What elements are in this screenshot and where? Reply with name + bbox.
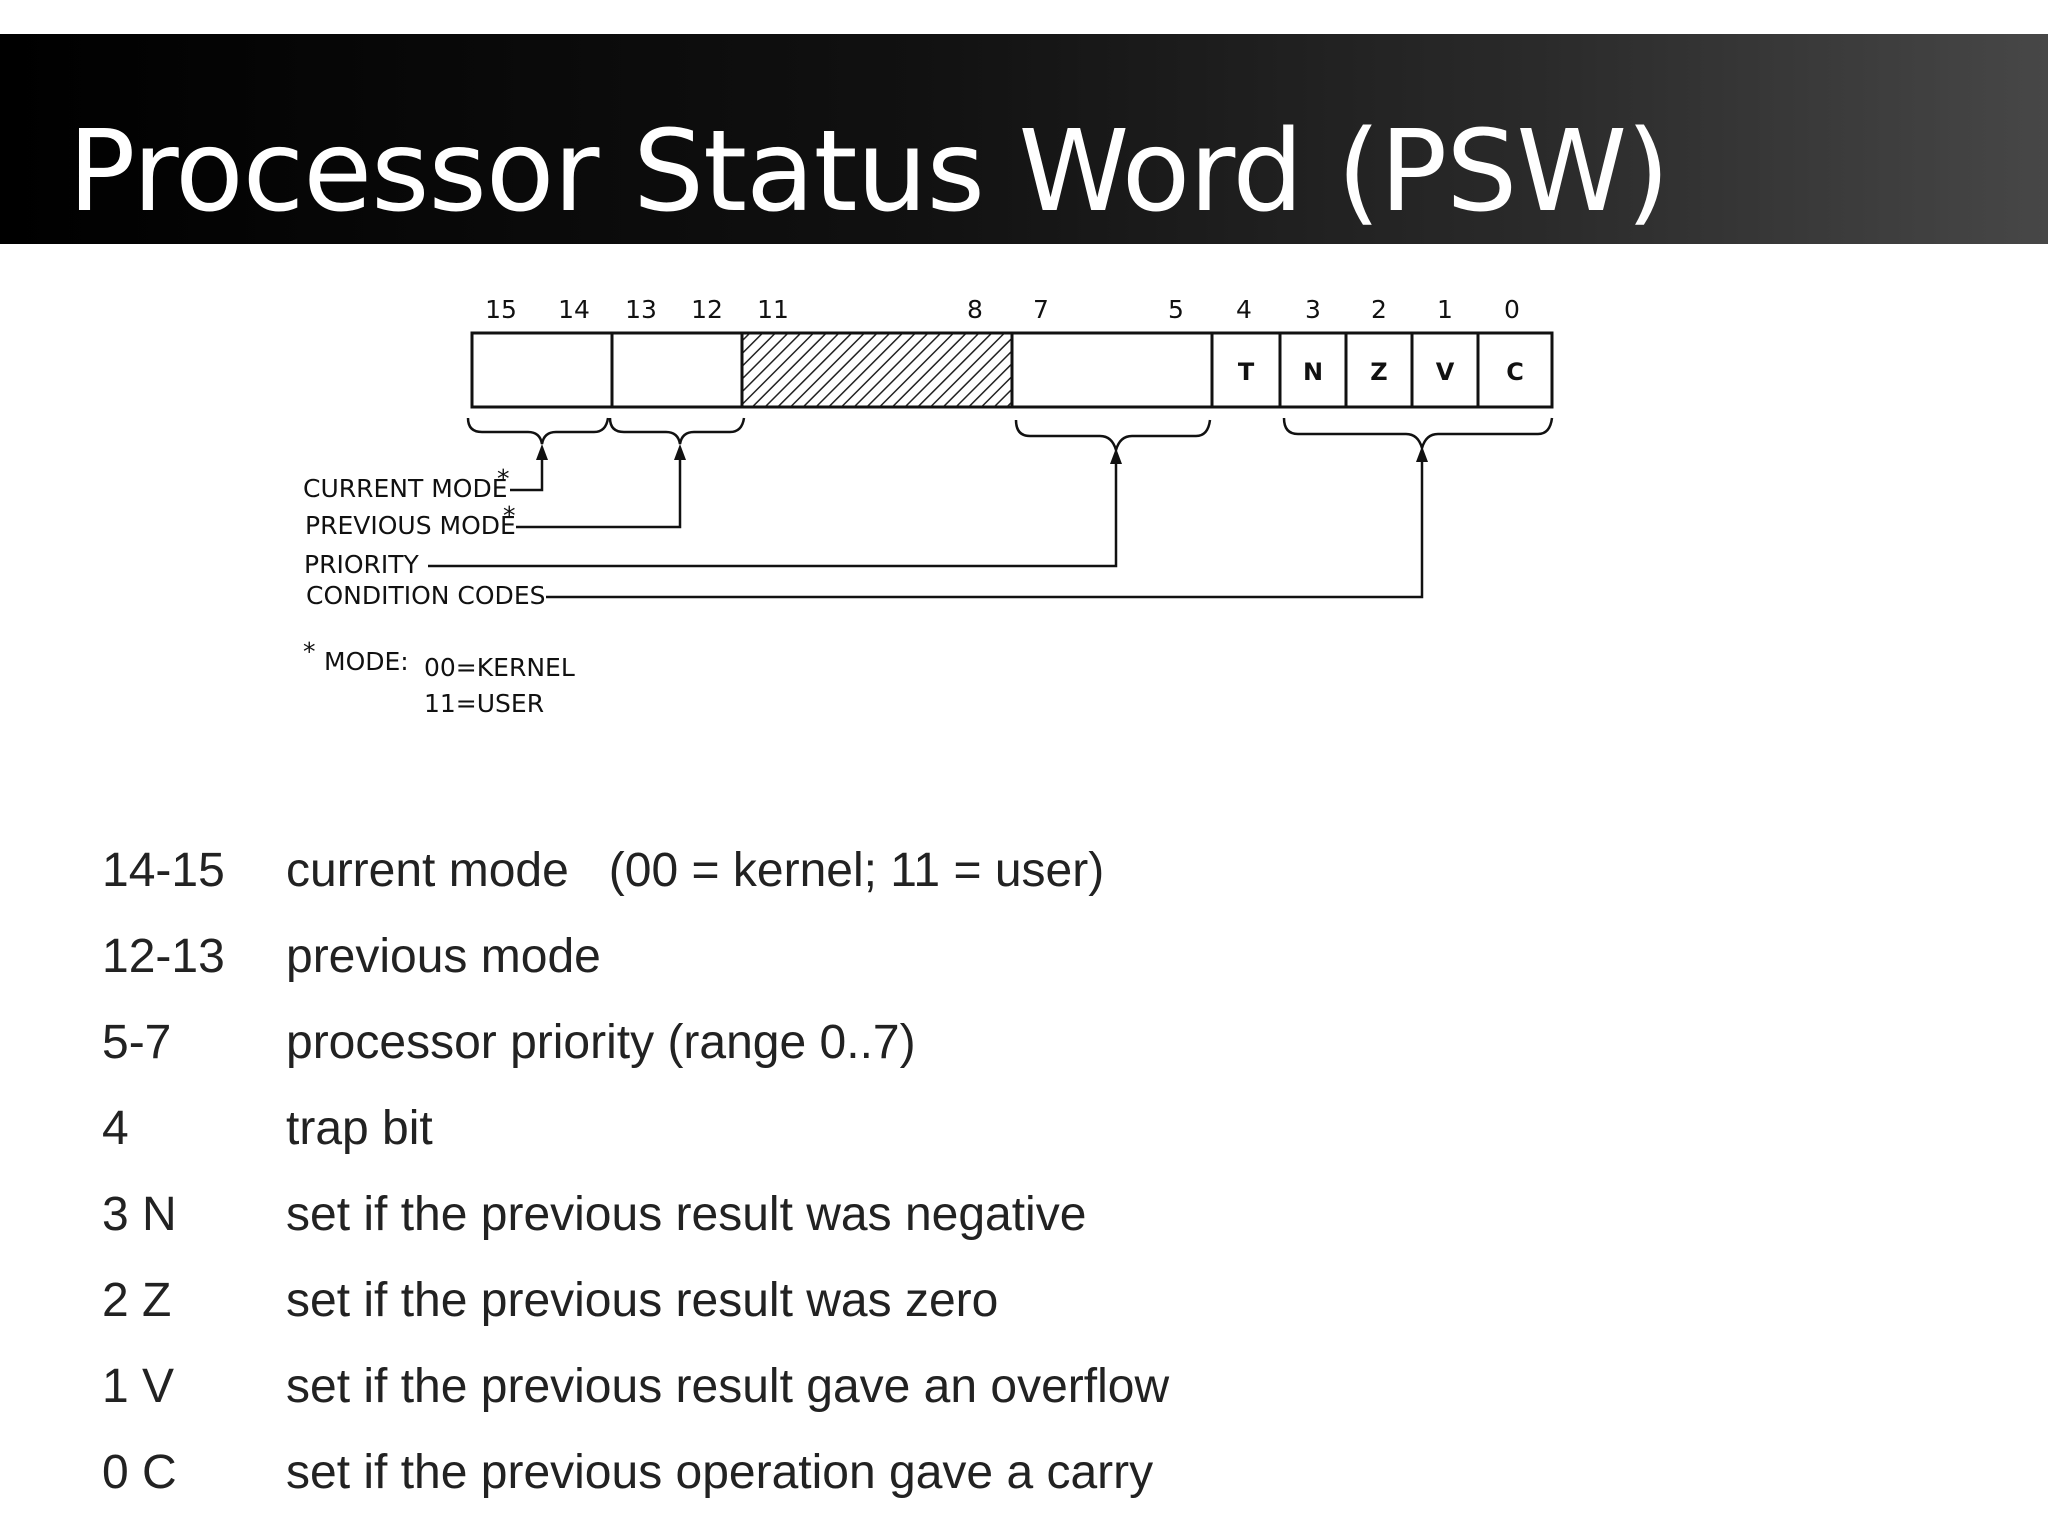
bit-range: 12-13: [102, 930, 225, 983]
brace-current-mode: [466, 417, 610, 445]
leader-previous-mode: [516, 448, 682, 529]
leader-priority: [428, 452, 1118, 568]
field-v-bit: [1410, 331, 1480, 409]
flag-v: V: [1436, 358, 1455, 386]
bit-range: 5-7: [102, 1016, 172, 1069]
flag-c: C: [1506, 358, 1524, 386]
psw-diagram: 15 14 13 12 11 8 7 5 4 3 2 1 0 T N Z V C…: [303, 295, 1554, 718]
field-c-bit: [1476, 331, 1554, 409]
bit-number-15: 15: [485, 295, 517, 324]
mode-note-asterisk: *: [303, 637, 316, 666]
bit-description: set if the previous operation gave a car…: [286, 1446, 1154, 1499]
flag-z: Z: [1370, 358, 1387, 386]
bit-description: previous mode: [286, 930, 601, 983]
field-trap-bit: [1210, 331, 1282, 409]
bit-number-4: 4: [1236, 295, 1252, 324]
bit-range: 0 C: [102, 1446, 177, 1499]
label-current-mode: CURRENT MODE: [303, 474, 508, 503]
bit-number-5: 5: [1168, 295, 1184, 324]
bit-description: processor priority (range 0..7): [286, 1016, 916, 1069]
bit-number-7: 7: [1033, 295, 1049, 324]
asterisk-current-mode: *: [497, 464, 510, 493]
label-condition-codes: CONDITION CODES: [306, 581, 545, 610]
bit-number-2: 2: [1371, 295, 1387, 324]
field-priority: [1010, 331, 1214, 409]
bit-range: 3 N: [102, 1188, 177, 1241]
brace-condition-codes: [1282, 417, 1554, 453]
table-row: 0 C set if the previous operation gave a …: [102, 1430, 1169, 1516]
label-previous-mode: PREVIOUS MODE: [305, 511, 516, 540]
bit-description-table: 14-15 current mode (00 = kernel; 11 = use…: [102, 828, 1169, 1516]
bit-description: set if the previous result was zero: [286, 1274, 999, 1327]
leader-current-mode: [510, 448, 544, 492]
bit-number-1: 1: [1437, 295, 1453, 324]
bit-number-13: 13: [625, 295, 657, 324]
arrowhead-priority: [1110, 448, 1122, 464]
table-row: 2 Z set if the previous result was zero: [102, 1258, 1169, 1344]
field-unused-bits: [740, 331, 1014, 409]
table-row: 4 trap bit: [102, 1086, 1169, 1172]
bit-description: trap bit: [286, 1102, 433, 1155]
arrowhead-previous-mode: [674, 444, 686, 460]
arrowhead-condition-codes: [1416, 446, 1428, 462]
bit-range: 1 V: [102, 1360, 175, 1413]
asterisk-previous-mode: *: [503, 501, 516, 530]
bit-range: 2 Z: [102, 1274, 172, 1327]
field-previous-mode: [610, 331, 744, 409]
title-bar: Processor Status Word (PSW): [0, 34, 2048, 244]
leader-condition-codes: [546, 450, 1424, 599]
table-row: 3 N set if the previous result was negati…: [102, 1172, 1169, 1258]
bit-number-8: 8: [967, 295, 983, 324]
bit-description: current mode (00 = kernel; 11 = user): [286, 844, 1105, 897]
arrowhead-current-mode: [536, 444, 548, 460]
table-row: 12-13 previous mode: [102, 914, 1169, 1000]
field-current-mode: [470, 331, 614, 409]
table-row: 5-7 processor priority (range 0..7): [102, 1000, 1169, 1086]
mode-note-user: 11=USER: [424, 689, 544, 718]
slide-title: Processor Status Word (PSW): [68, 107, 1670, 237]
bit-description: set if the previous result was negative: [286, 1188, 1087, 1241]
bit-number-3: 3: [1305, 295, 1321, 324]
brace-previous-mode: [608, 417, 746, 445]
mode-note-kernel: 00=KERNEL: [424, 653, 575, 682]
bit-number-11: 11: [757, 295, 789, 324]
label-priority: PRIORITY: [304, 550, 420, 579]
bit-number-0: 0: [1504, 295, 1520, 324]
table-row: 1 V set if the previous result gave an ov…: [102, 1344, 1169, 1430]
mode-note-prefix: MODE:: [324, 647, 409, 676]
bit-range: 14-15: [102, 844, 225, 897]
brace-priority: [1014, 419, 1212, 455]
bit-number-14: 14: [558, 295, 590, 324]
bit-description: set if the previous result gave an overf…: [286, 1360, 1170, 1413]
flag-n: N: [1303, 358, 1323, 386]
table-row: 14-15 current mode (00 = kernel; 11 = use…: [102, 828, 1169, 914]
flag-t: T: [1238, 358, 1255, 386]
bit-range: 4: [102, 1102, 129, 1155]
bit-number-12: 12: [691, 295, 723, 324]
